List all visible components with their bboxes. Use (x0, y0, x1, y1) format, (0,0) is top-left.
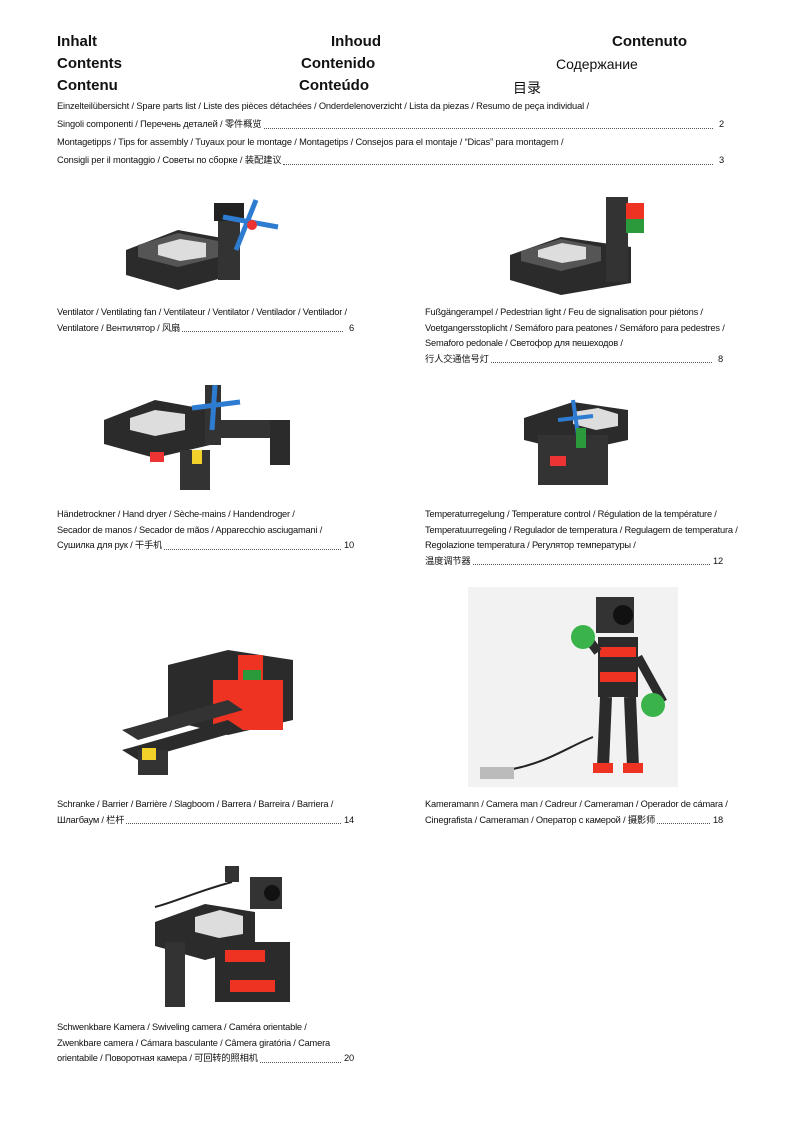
page-number: 12 (713, 555, 723, 566)
leader-dots (472, 564, 711, 565)
header-mulu: 目录 (513, 80, 541, 96)
caption-hand-dryer[interactable]: Händetrockner / Hand dryer / Sèche-mains… (57, 507, 354, 554)
caption-ventilator[interactable]: Ventilator / Ventilating fan / Ventilate… (57, 305, 354, 336)
leader-dots (490, 362, 712, 363)
caption-line: Temperaturregelung / Temperature control… (425, 509, 717, 519)
leader-dots (164, 548, 342, 550)
barrier-model-image (118, 640, 298, 780)
toc-entry-parts[interactable]: Einzelteilübersicht / Spare parts list /… (57, 97, 724, 133)
caption-line: Händetrockner / Hand dryer / Sèche-mains… (57, 509, 295, 519)
caption-pedestrian-light[interactable]: Fußgängerampel / Pedestrian light / Feu … (425, 305, 725, 368)
caption-temperature-control[interactable]: Temperaturregelung / Temperature control… (425, 507, 738, 570)
caption-swiveling-camera[interactable]: Schwenkbare Kamera / Swiveling camera / … (57, 1020, 354, 1067)
hand-dryer-model-image (100, 380, 300, 490)
caption-line: Regolazione temperatura / Регулятор темп… (425, 540, 636, 550)
leader-dots (657, 823, 711, 824)
caption-barrier[interactable]: Schranke / Barrier / Barrière / Slagboom… (57, 797, 354, 828)
toc-line: Singoli componenti / Перечень деталей / … (57, 115, 724, 133)
header-soderzhanie: Содержание (556, 56, 638, 72)
caption-line: Schwenkbare Kamera / Swiveling camera / … (57, 1022, 307, 1032)
page-number: 10 (344, 540, 354, 550)
header-contents: Contents (57, 55, 122, 72)
toc-page-number: 3 (718, 155, 724, 165)
header-inhoud: Inhoud (331, 33, 381, 50)
caption-line: Voetgangersstoplicht / Semáforo para pea… (425, 322, 725, 333)
camera-man-model-image (468, 587, 678, 787)
toc-line: Montagetipps / Tips for assembly / Tuyau… (57, 137, 564, 147)
header-conteudo: Conteúdo (299, 77, 369, 94)
leader-dots (182, 331, 343, 332)
leader-dots (283, 164, 713, 165)
header-contenu: Contenu (57, 77, 118, 94)
caption-line: Schranke / Barrier / Barrière / Slagboom… (57, 799, 334, 809)
header-inhalt: Inhalt (57, 33, 97, 50)
toc-page-number: 2 (718, 119, 724, 129)
caption-line: orientabile / Поворотная камера / 可回转的照相… (57, 1051, 354, 1067)
caption-line: Ventilator / Ventilating fan / Ventilate… (57, 307, 347, 317)
caption-line: Zwenkbare camera / Cámara basculante / C… (57, 1037, 330, 1048)
pedestrian-light-model-image (506, 195, 656, 295)
page-number: 8 (718, 353, 723, 364)
caption-line: Temperatuurregeling / Regulador de tempe… (425, 524, 738, 535)
temperature-control-model-image (518, 390, 638, 490)
swiveling-camera-model-image (135, 862, 305, 1012)
page-number: 14 (344, 814, 354, 825)
caption-line: Cinegrafista / Cameraman / Оператор с ка… (425, 813, 723, 829)
header-contenido: Contenido (301, 55, 376, 72)
toc-line: Consigli per il montaggio / Советы по сб… (57, 151, 724, 169)
caption-line: Semaforo pedonale / Светофор для пешеход… (425, 338, 623, 348)
page-number: 6 (349, 322, 354, 333)
caption-line: Kameramann / Camera man / Cadreur / Came… (425, 799, 728, 809)
page-number: 18 (713, 814, 723, 825)
caption-line: Secador de manos / Secador de mãos / App… (57, 524, 323, 535)
toc-entry-assembly-tips[interactable]: Montagetipps / Tips for assembly / Tuyau… (57, 133, 724, 169)
fan-model-image (118, 195, 288, 295)
caption-camera-man[interactable]: Kameramann / Camera man / Cadreur / Came… (425, 797, 728, 829)
leader-dots (126, 823, 342, 824)
header-contenuto: Contenuto (612, 33, 687, 50)
leader-dots (263, 128, 713, 129)
page-number: 20 (344, 1053, 354, 1063)
leader-dots (259, 1061, 342, 1063)
caption-line: Fußgängerampel / Pedestrian light / Feu … (425, 307, 703, 317)
toc-line: Einzelteilübersicht / Spare parts list /… (57, 101, 589, 111)
